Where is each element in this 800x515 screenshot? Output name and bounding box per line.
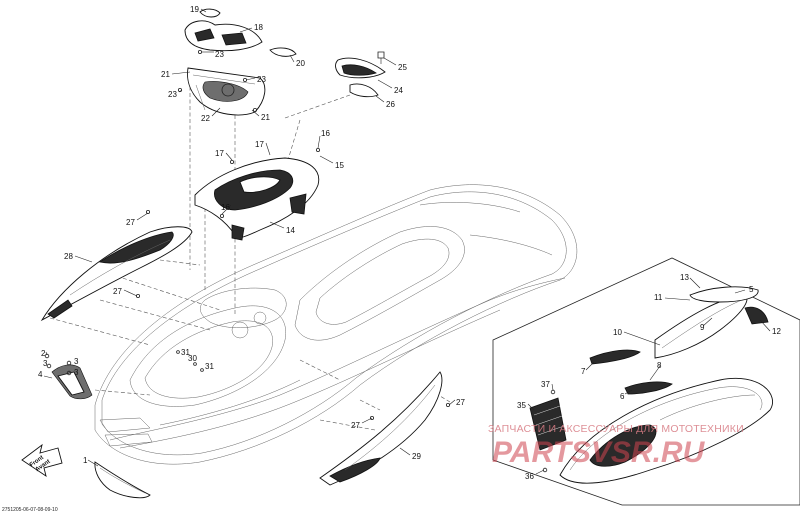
callout-c17b: 17 bbox=[255, 140, 264, 149]
callout-c17a: 17 bbox=[215, 149, 224, 158]
callout-c29: 29 bbox=[412, 452, 421, 461]
callout-c27a: 27 bbox=[126, 218, 135, 227]
callout-c3c: 3 bbox=[74, 368, 79, 377]
callout-c6: 6 bbox=[620, 392, 625, 401]
hull-deck bbox=[94, 184, 578, 465]
callout-c20: 20 bbox=[296, 59, 305, 68]
leader-lines bbox=[43, 8, 771, 475]
left-side-panel bbox=[40, 226, 193, 322]
callout-c21b: 21 bbox=[261, 113, 270, 122]
steering-cover-assembly bbox=[177, 8, 297, 116]
side-mirror-parts bbox=[335, 51, 386, 98]
console-assembly bbox=[194, 147, 320, 241]
callout-c36: 36 bbox=[525, 472, 534, 481]
callout-c23a: 23 bbox=[215, 50, 224, 59]
callout-c5: 5 bbox=[749, 285, 754, 294]
callout-c9: 9 bbox=[700, 323, 705, 332]
front-nose-panel bbox=[94, 461, 151, 499]
callout-c15: 15 bbox=[335, 161, 344, 170]
callout-c27d: 27 bbox=[351, 421, 360, 430]
callout-c11: 11 bbox=[654, 293, 663, 302]
callout-c1: 1 bbox=[83, 456, 88, 465]
inset-detail-panel bbox=[492, 257, 800, 506]
callout-c31a: 31 bbox=[181, 348, 190, 357]
callout-c21a: 21 bbox=[161, 70, 170, 79]
callout-c7: 7 bbox=[581, 367, 586, 376]
watermark-logo: PARTSVSR.RU bbox=[492, 436, 706, 469]
callout-c22: 22 bbox=[201, 114, 210, 123]
callout-c3b: 3 bbox=[74, 357, 79, 366]
front-direction-arrow bbox=[21, 443, 63, 478]
callout-c37: 37 bbox=[541, 380, 550, 389]
callout-c12: 12 bbox=[772, 327, 781, 336]
callout-c23b: 23 bbox=[257, 75, 266, 84]
callout-c4: 4 bbox=[38, 370, 43, 379]
callout-c18: 18 bbox=[254, 23, 263, 32]
callout-c2: 2 bbox=[41, 349, 46, 358]
watermark-subtitle: ЗАПЧАСТИ И АКСЕССУАРЫ ДЛЯ МОТОТЕХНИКИ bbox=[488, 423, 744, 435]
fasteners bbox=[135, 209, 450, 420]
callout-c10: 10 bbox=[613, 328, 622, 337]
callout-c27b: 27 bbox=[113, 287, 122, 296]
right-side-panel bbox=[319, 371, 443, 486]
callout-c35: 35 bbox=[517, 401, 526, 410]
callout-c27c: 27 bbox=[456, 398, 465, 407]
watermark: ЗАПЧАСТИ И АКСЕССУАРЫ ДЛЯ МОТОТЕХНИКИ PA… bbox=[488, 423, 744, 469]
front-bracket bbox=[44, 353, 93, 400]
drawing-code: 2751205-06-07-08-09-10 bbox=[2, 507, 58, 513]
callout-c23c: 23 bbox=[168, 90, 177, 99]
callout-c31b: 31 bbox=[205, 362, 214, 371]
callout-c28: 28 bbox=[64, 252, 73, 261]
callout-c16a: 16 bbox=[321, 129, 330, 138]
callout-c8: 8 bbox=[657, 361, 662, 370]
callout-c24: 24 bbox=[394, 86, 403, 95]
callout-c30: 30 bbox=[188, 354, 197, 363]
callout-c14: 14 bbox=[286, 226, 295, 235]
callout-c19: 19 bbox=[190, 5, 199, 14]
callout-c3a: 3 bbox=[43, 359, 48, 368]
callout-c26: 26 bbox=[386, 100, 395, 109]
callout-c16b: 16 bbox=[221, 203, 230, 212]
callout-c25: 25 bbox=[398, 63, 407, 72]
callout-c13: 13 bbox=[680, 273, 689, 282]
